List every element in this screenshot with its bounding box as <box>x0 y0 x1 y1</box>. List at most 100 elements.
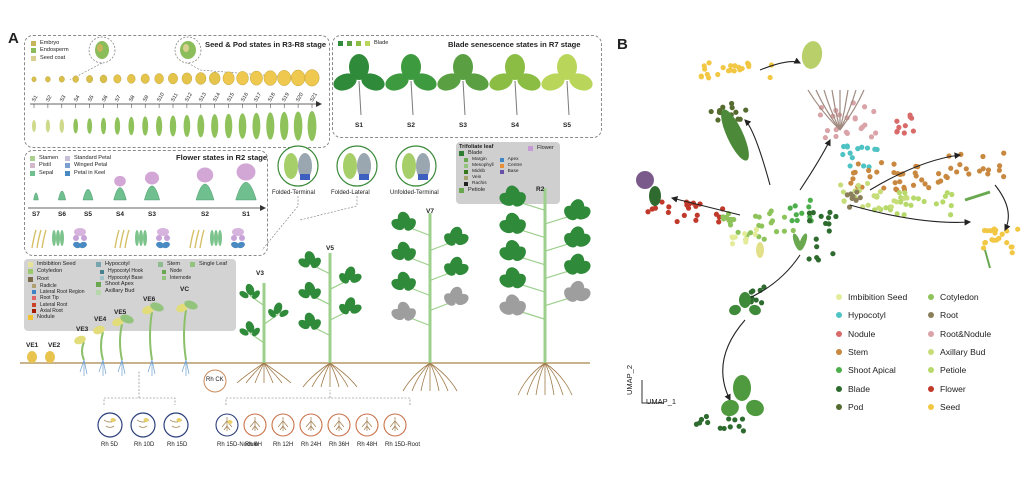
leaflet <box>564 287 578 302</box>
umap-point <box>891 169 897 176</box>
umap-point <box>807 214 813 220</box>
leaflet <box>404 308 416 321</box>
umap-cluster-nodule <box>894 112 916 136</box>
umap-legend-item: Cotyledon <box>928 292 979 302</box>
petiole <box>410 80 414 116</box>
umap-point <box>1009 244 1015 250</box>
flower-S1 <box>235 163 257 201</box>
pod-S4 <box>73 118 79 134</box>
legend-lateral-root-region: Lateral Root Region <box>40 289 85 296</box>
legend-dot <box>836 330 842 337</box>
leaflet <box>499 301 515 315</box>
umap-point <box>944 190 950 196</box>
keel-petal <box>73 241 81 249</box>
umap-point <box>898 199 904 205</box>
growth-stage-V5: V5 <box>326 245 334 252</box>
leaflet <box>279 309 289 317</box>
umap-point <box>1004 240 1010 246</box>
cotyledon <box>74 335 86 345</box>
leaflet <box>575 206 591 220</box>
umap-point <box>861 163 867 169</box>
umap-point <box>902 190 908 196</box>
umap-point <box>768 220 774 226</box>
umap-point <box>911 195 917 201</box>
umap-point <box>1001 150 1007 156</box>
seed-S9 <box>140 73 150 84</box>
pod-S8 <box>128 116 135 136</box>
umap-point <box>841 198 847 204</box>
flower-S6 <box>58 190 66 201</box>
cotyledon-icon <box>756 242 764 258</box>
umap-point <box>849 195 855 202</box>
leaflet <box>339 303 349 315</box>
umap-point <box>729 105 735 111</box>
umap-point <box>736 423 742 429</box>
umap-point <box>827 209 833 215</box>
leaflet <box>245 283 255 296</box>
keel-petal <box>231 241 239 249</box>
rh-sample-label-3: Rh 24H <box>301 442 322 448</box>
umap-point <box>980 245 987 251</box>
umap-point <box>790 227 796 234</box>
umap-point <box>850 170 857 176</box>
flower-S3 <box>144 171 160 201</box>
petal <box>239 235 245 241</box>
umap-arrow <box>849 204 972 226</box>
umap-point <box>982 240 988 246</box>
seedling-3 <box>142 302 164 376</box>
cotyledon <box>176 303 188 313</box>
flower-S7 <box>33 192 39 201</box>
leaf-right <box>357 153 371 179</box>
umap-point <box>864 145 871 151</box>
umap-point <box>698 74 704 80</box>
umap-shoot-icon <box>792 233 808 251</box>
umap-legend-item: Flower <box>928 384 966 394</box>
umap-cotyledon-icon <box>756 242 764 258</box>
umap-point <box>867 174 873 180</box>
legend-dot <box>928 330 934 337</box>
umap-point <box>830 251 836 257</box>
leaflet <box>404 278 416 291</box>
growth-stage-R2: R2 <box>536 186 545 193</box>
umap-point <box>729 241 736 247</box>
blade-stage-S4: S4 <box>511 122 519 129</box>
seed-S6 <box>99 74 108 84</box>
umap-point <box>659 199 665 205</box>
legend-dot <box>836 367 842 374</box>
umap-point <box>877 189 883 195</box>
terminal-leaflet <box>453 54 473 80</box>
umap-point <box>947 212 954 218</box>
growth-stage-VE6: VE6 <box>143 296 156 303</box>
seed-pod-title: Seed & Pod states in R3-R8 stage <box>205 40 327 49</box>
umap-point <box>735 116 741 122</box>
leaf-right <box>416 153 430 179</box>
seed-S16 <box>236 71 249 86</box>
left-leaflet <box>489 73 513 91</box>
umap-flower-icon <box>636 171 661 206</box>
umap-cluster-blade <box>748 284 767 306</box>
umap-point <box>817 112 824 118</box>
flower-S4 <box>113 175 127 201</box>
umap-point <box>896 190 903 196</box>
umap-point <box>1015 226 1021 232</box>
umap-point <box>822 135 828 141</box>
blade-stage-S5: S5 <box>563 122 571 129</box>
seed-S13 <box>195 72 207 85</box>
seed-S11 <box>168 72 178 85</box>
leaflet <box>444 233 456 246</box>
root-sample-label-1: Rh 10D <box>134 442 155 448</box>
leaflet <box>273 302 283 315</box>
leaf-state-2 <box>395 145 437 187</box>
seed-coat-swatch <box>31 55 36 61</box>
cotyledon <box>142 305 154 315</box>
umap-point <box>853 197 859 203</box>
umap-point <box>715 71 721 78</box>
umap-point <box>794 217 800 224</box>
flower-stage-S1: S1 <box>242 211 250 218</box>
umap-point <box>873 130 879 136</box>
legend-dot <box>836 403 842 410</box>
leaflet <box>268 309 276 318</box>
umap-point <box>872 146 878 152</box>
